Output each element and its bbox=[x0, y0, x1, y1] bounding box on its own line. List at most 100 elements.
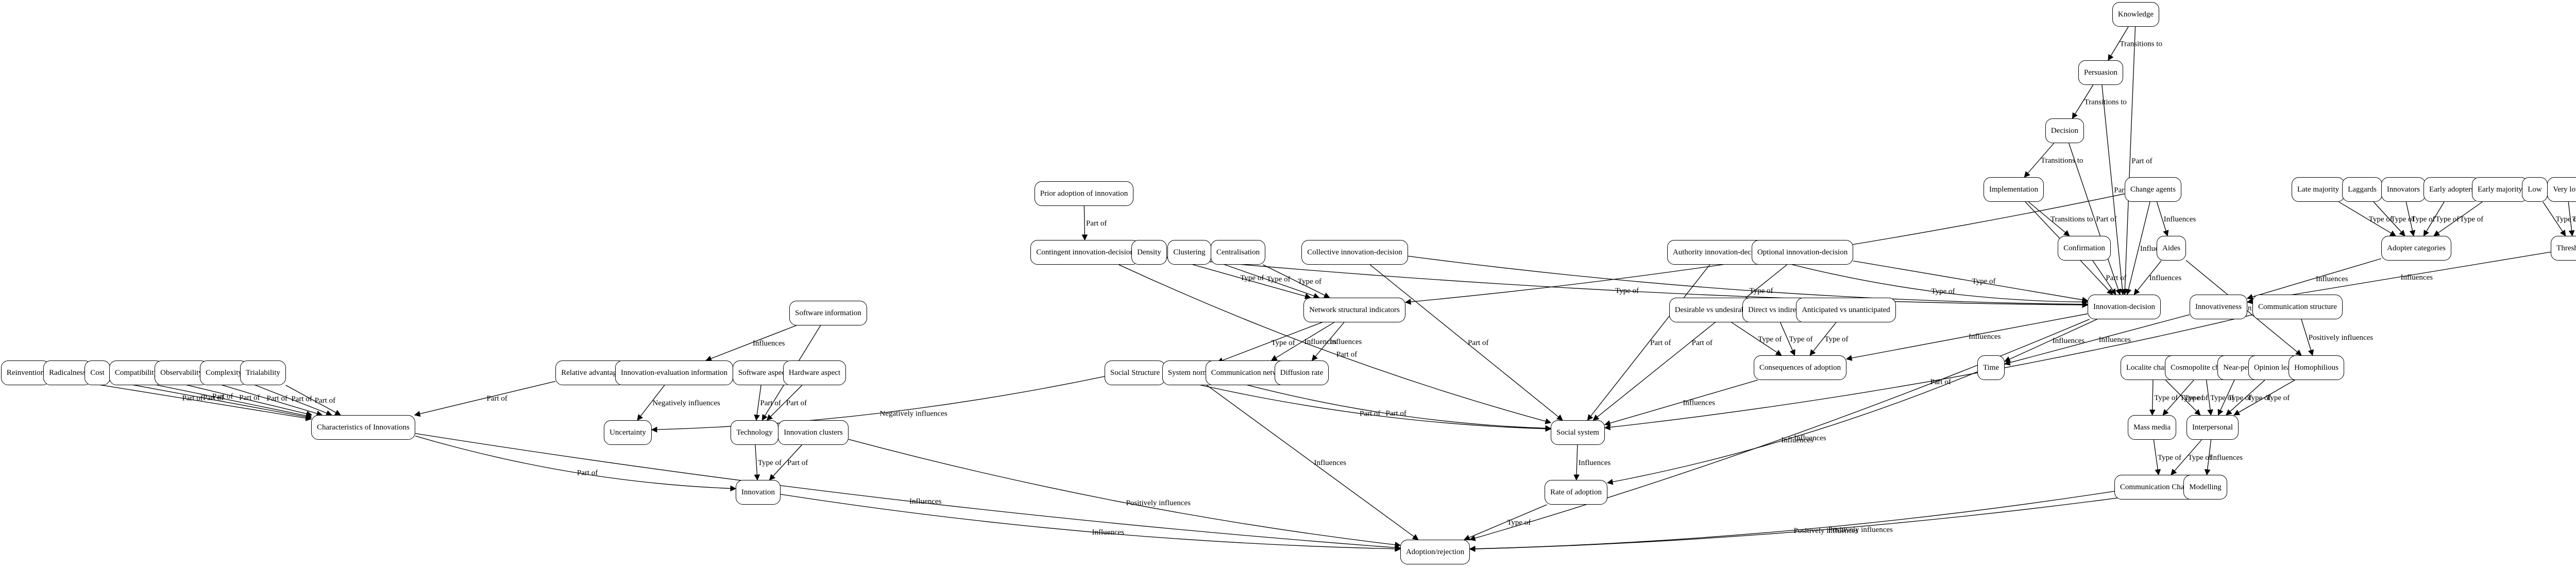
edge-label: Type of bbox=[2266, 394, 2290, 402]
node-innovativeness[interactable]: Innovativeness bbox=[2190, 295, 2247, 319]
node-clustering[interactable]: Clustering bbox=[1167, 240, 1211, 265]
edge-complexity-to-characteristics bbox=[247, 382, 332, 416]
edge-label: Part of bbox=[1386, 409, 1406, 418]
node-uncertainty[interactable]: Uncertainty bbox=[604, 420, 652, 445]
node-diffusion-rate[interactable]: Diffusion rate bbox=[1275, 360, 1329, 385]
edge-very_low-to-thresholds bbox=[2568, 201, 2575, 237]
edge-rate_of_adoption-to-adoption_rejection bbox=[1464, 504, 1547, 541]
node-time[interactable]: Time bbox=[1977, 355, 2005, 380]
edge-system_norms-to-social_system bbox=[1217, 376, 1552, 432]
node-aides[interactable]: Aides bbox=[2157, 236, 2186, 261]
node-characteristics[interactable]: Characteristics of Innovations bbox=[311, 415, 415, 440]
edge-optional_decision-to-innovation_decision bbox=[1853, 261, 2089, 303]
node-homophilious[interactable]: Homophilious bbox=[2289, 355, 2344, 380]
node-mass-media[interactable]: Mass media bbox=[2128, 415, 2176, 440]
node-thresholds[interactable]: Thresholds bbox=[2551, 236, 2576, 261]
node-optional-decision[interactable]: Optional innovation-decision bbox=[1752, 240, 1853, 265]
edge-label: Part of bbox=[1086, 219, 1107, 228]
edge-label: Type of bbox=[1507, 519, 1531, 527]
edge-label: Influences bbox=[2316, 275, 2348, 283]
node-change-agents[interactable]: Change agents bbox=[2125, 177, 2181, 202]
node-complexity[interactable]: Complexity bbox=[200, 360, 248, 385]
node-confirmation[interactable]: Confirmation bbox=[2058, 236, 2111, 261]
node-decision[interactable]: Decision bbox=[2045, 118, 2084, 143]
node-very-low[interactable]: Very low bbox=[2547, 177, 2576, 202]
node-radicalness[interactable]: Radicalness bbox=[43, 360, 92, 385]
node-network-indicators[interactable]: Network structural indicators bbox=[1303, 298, 1405, 322]
edge-label: Influences bbox=[2401, 273, 2433, 282]
node-communication-structure[interactable]: Communication structure bbox=[2252, 295, 2343, 319]
node-implementation[interactable]: Implementation bbox=[1984, 177, 2044, 202]
node-social-structure[interactable]: Social Structure bbox=[1105, 360, 1165, 385]
node-consequences[interactable]: Consequences of adoption bbox=[1754, 355, 1846, 380]
edge-label: Influences bbox=[1683, 399, 1715, 407]
node-anticipated[interactable]: Anticipated vs unanticipated bbox=[1796, 298, 1896, 322]
node-technology[interactable]: Technology bbox=[731, 420, 778, 445]
edge-characteristics-to-innovation bbox=[415, 435, 737, 492]
edge-innovation_clusters-to-adoption_rejection bbox=[848, 439, 1401, 548]
node-late-majority[interactable]: Late majority bbox=[2292, 177, 2345, 202]
node-software-information[interactable]: Software information bbox=[789, 301, 867, 325]
node-desirable[interactable]: Desirable vs undesirable bbox=[1669, 298, 1756, 322]
edge-social_structure-to-social_system bbox=[1165, 376, 1552, 432]
node-density[interactable]: Density bbox=[1131, 240, 1167, 265]
edge-label: Type of bbox=[2247, 394, 2271, 402]
node-centralisation[interactable]: Centralisation bbox=[1211, 240, 1265, 265]
node-persuasion[interactable]: Persuasion bbox=[2078, 60, 2123, 85]
edge-early_adopters-to-adopter_categories bbox=[2423, 201, 2445, 237]
node-low[interactable]: Low bbox=[2522, 177, 2548, 202]
edge-software_information-to-innovation_eval_info bbox=[705, 325, 796, 362]
node-modelling[interactable]: Modelling bbox=[2183, 475, 2227, 500]
node-collective-decision[interactable]: Collective innovation-decision bbox=[1301, 240, 1408, 265]
edge-label: Type of bbox=[1931, 287, 1955, 296]
node-trialability[interactable]: Trialability bbox=[240, 360, 286, 385]
node-cost[interactable]: Cost bbox=[84, 360, 110, 385]
edge-system_norms-to-adoption_rejection bbox=[1206, 385, 1419, 540]
node-contingent-decision[interactable]: Contingent innovation-decision bbox=[1030, 240, 1140, 265]
edge-label: Part of bbox=[1650, 339, 1671, 347]
edge-label: Type of bbox=[1272, 339, 1295, 347]
edge-label: Part of bbox=[315, 397, 335, 405]
edge-label: Influences bbox=[2164, 215, 2196, 223]
node-innovation-decision[interactable]: Innovation-decision bbox=[2088, 295, 2161, 319]
edge-collective_decision-to-innovation_decision bbox=[1408, 255, 2089, 307]
edge-cosmopolite-to-mass_media bbox=[2162, 380, 2194, 416]
node-early-majority[interactable]: Early majority bbox=[2472, 177, 2528, 202]
node-interpersonal[interactable]: Interpersonal bbox=[2187, 415, 2239, 440]
node-rate-of-adoption[interactable]: Rate of adoption bbox=[1545, 480, 1607, 505]
node-hardware-aspect[interactable]: Hardware aspect bbox=[783, 360, 846, 385]
edge-label: Part of bbox=[787, 459, 808, 467]
edge-aides-to-innovation_decision bbox=[2133, 260, 2162, 295]
node-software-aspect[interactable]: Software aspect bbox=[733, 360, 793, 385]
edge-network_indicators-to-system_norms bbox=[1216, 322, 1323, 364]
node-laggards[interactable]: Laggards bbox=[2342, 177, 2382, 202]
edge-technology-to-innovation bbox=[754, 444, 760, 481]
node-observability[interactable]: Observability bbox=[155, 360, 208, 385]
edge-label: Part of bbox=[182, 394, 203, 403]
node-compatibility[interactable]: Compatibility bbox=[109, 360, 163, 385]
node-knowledge[interactable]: Knowledge bbox=[2112, 2, 2159, 27]
node-adoption-rejection[interactable]: Adoption/rejection bbox=[1400, 540, 1470, 564]
edge-label: Influences bbox=[1092, 528, 1125, 537]
edge-adopter_categories-to-innovativeness bbox=[2246, 258, 2382, 300]
edge-trialability-to-characteristics bbox=[285, 385, 341, 416]
node-social-system[interactable]: Social system bbox=[1551, 420, 1605, 445]
node-adopter-categories[interactable]: Adopter categories bbox=[2381, 236, 2451, 261]
node-innovation-eval-info[interactable]: Innovation-evaluation information bbox=[615, 360, 733, 385]
edge-label: Influences bbox=[2149, 274, 2182, 282]
node-early-adopters[interactable]: Early adopters bbox=[2424, 177, 2480, 202]
node-reinvention[interactable]: Reinvention bbox=[1, 360, 50, 385]
edge-direct-to-consequences bbox=[1780, 322, 1795, 356]
edge-label: Type of bbox=[2435, 215, 2459, 223]
edge-label: Transitions to bbox=[2120, 40, 2162, 48]
node-innovators[interactable]: Innovators bbox=[2381, 177, 2426, 202]
edge-label: Influences bbox=[2053, 337, 2085, 345]
edge-network_indicators-to-communication_networks bbox=[1270, 322, 1334, 361]
node-innovation[interactable]: Innovation bbox=[736, 480, 781, 505]
edge-label: Type of bbox=[1825, 335, 1849, 343]
node-innovation-clusters[interactable]: Innovation clusters bbox=[778, 420, 849, 445]
edge-authority_decision-to-innovation_decision bbox=[1771, 259, 2089, 305]
edge-label: Type of bbox=[758, 459, 782, 467]
node-prior-adoption[interactable]: Prior adoption of innovation bbox=[1035, 181, 1133, 206]
